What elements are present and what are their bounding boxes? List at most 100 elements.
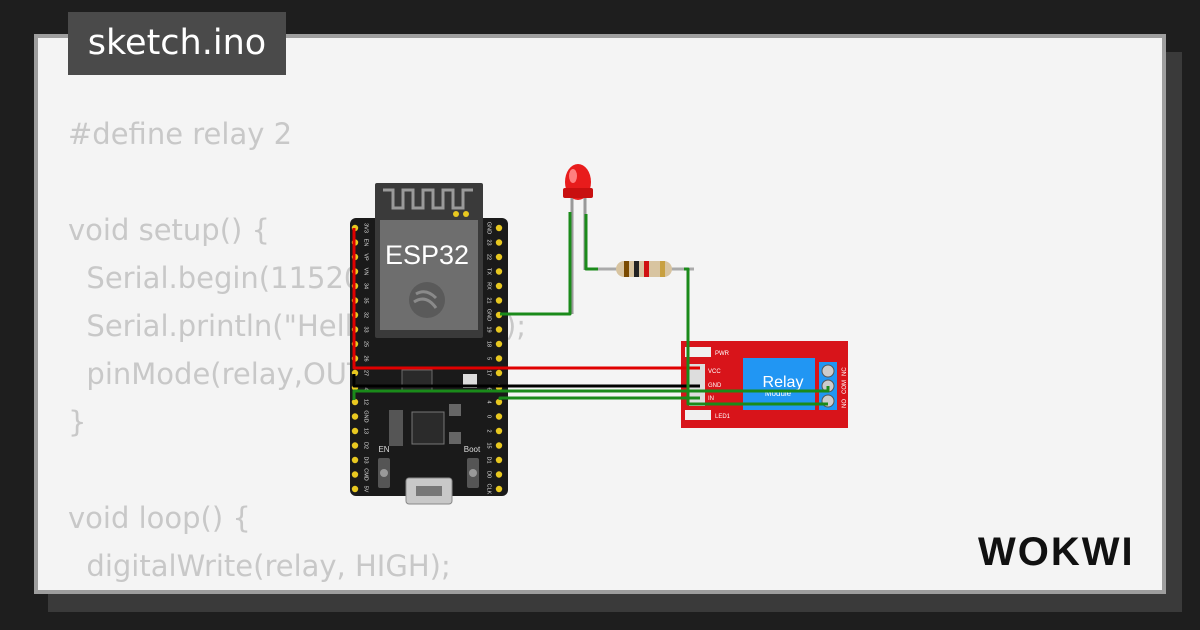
red-led[interactable] bbox=[563, 164, 593, 314]
header-pin[interactable] bbox=[495, 413, 503, 420]
header-pin[interactable] bbox=[495, 369, 503, 377]
boot-button-cap bbox=[469, 469, 477, 477]
resistor-band bbox=[644, 261, 649, 277]
resistor[interactable] bbox=[598, 261, 694, 277]
led1-label: LED1 bbox=[715, 414, 731, 420]
header-pin[interactable] bbox=[495, 268, 503, 275]
file-tab[interactable]: sketch.ino bbox=[68, 12, 286, 75]
relay-module[interactable]: PWR LED1 VCC GND IN Relay Module NO COM … bbox=[681, 341, 848, 428]
header-pin[interactable] bbox=[495, 297, 503, 304]
header-pin[interactable] bbox=[495, 427, 503, 435]
led-highlight bbox=[569, 169, 577, 183]
header-pin[interactable] bbox=[351, 427, 359, 435]
wire-relay-in[interactable] bbox=[498, 396, 700, 400]
wokwi-logo: WOKWI bbox=[978, 530, 1133, 574]
header-pin[interactable] bbox=[351, 413, 359, 420]
pin-label: 34 bbox=[363, 283, 369, 289]
pin-label: RX bbox=[486, 282, 492, 290]
pin-label: 0 bbox=[486, 415, 492, 418]
pin-label: 27 bbox=[363, 370, 369, 376]
code-line: Serial.begin(115200); bbox=[68, 261, 402, 295]
led-rim bbox=[563, 188, 593, 198]
esp32-board[interactable]: ESP32 EN Boot 3V3ENVPVN34353233252627141… bbox=[350, 183, 508, 505]
pin-label: 35 bbox=[363, 297, 369, 303]
code-line: void loop() { bbox=[68, 501, 251, 535]
header-pin[interactable] bbox=[495, 224, 503, 232]
terminal-label-nc: NC bbox=[842, 367, 848, 376]
pin-label: 2 bbox=[486, 429, 492, 432]
terminal-label-no: NO bbox=[842, 399, 848, 408]
pin-label: GND bbox=[363, 410, 369, 422]
header-pin[interactable] bbox=[495, 471, 503, 478]
pin-label: GND bbox=[486, 309, 492, 321]
header-pin[interactable] bbox=[351, 471, 359, 478]
header-pin[interactable] bbox=[351, 456, 359, 464]
resistor-band bbox=[624, 261, 629, 277]
code-listing: #define relay 2 void setup() { Serial.beg… bbox=[68, 110, 526, 590]
header-pin[interactable] bbox=[495, 239, 503, 246]
code-card: #define relay 2 void setup() { Serial.beg… bbox=[34, 34, 1166, 594]
header-pin[interactable] bbox=[495, 340, 503, 348]
header-pin[interactable] bbox=[495, 253, 503, 261]
wire-vcc[interactable] bbox=[352, 228, 700, 370]
chip-label: ESP32 bbox=[385, 240, 469, 270]
pin-label: 23 bbox=[486, 239, 492, 245]
pin-label: GND bbox=[486, 222, 492, 234]
header-pin[interactable] bbox=[495, 326, 503, 333]
pin-label: 26 bbox=[363, 355, 369, 361]
relay-pin-gnd: GND bbox=[708, 383, 722, 389]
pin-label: 5 bbox=[486, 357, 492, 360]
pin-label: 25 bbox=[363, 341, 369, 347]
header-pin[interactable] bbox=[495, 456, 503, 464]
pin-label: 21 bbox=[486, 297, 492, 303]
resistor-band bbox=[634, 261, 639, 277]
header-pin[interactable] bbox=[351, 398, 359, 406]
regulator bbox=[401, 369, 433, 393]
pin-label: 5V bbox=[363, 486, 369, 493]
pwr-label: PWR bbox=[715, 351, 730, 357]
smd-dot bbox=[453, 211, 459, 217]
header-pin[interactable] bbox=[495, 282, 503, 290]
boot-button-label: Boot bbox=[464, 445, 481, 454]
code-line: digitalWrite(relay, HIGH); bbox=[68, 549, 451, 583]
code-line: #define relay 2 bbox=[68, 117, 293, 151]
wire-led-resistor[interactable] bbox=[584, 214, 598, 271]
header-pin[interactable] bbox=[495, 355, 503, 362]
wire-resistor-relay-no[interactable] bbox=[684, 267, 828, 406]
relay-pin-in: IN bbox=[708, 396, 714, 402]
wire-relay-com[interactable] bbox=[352, 386, 830, 400]
code-line: } bbox=[68, 405, 87, 439]
wire-gnd[interactable] bbox=[352, 374, 700, 388]
usb-uart-chip bbox=[411, 411, 445, 445]
en-button-cap bbox=[380, 469, 388, 477]
header-pin[interactable] bbox=[351, 485, 359, 493]
pin-label: D1 bbox=[486, 456, 492, 463]
pin-label: D0 bbox=[486, 471, 492, 478]
relay-title: Relay bbox=[763, 374, 804, 391]
pin-label: 15 bbox=[486, 442, 492, 448]
pin-label: 18 bbox=[486, 341, 492, 347]
pin-label: 32 bbox=[363, 312, 369, 318]
pin-label: 13 bbox=[363, 428, 369, 434]
smd-dot bbox=[463, 211, 469, 217]
header-pin[interactable] bbox=[495, 442, 503, 449]
pin-label: EN bbox=[363, 239, 369, 247]
resistor-band bbox=[660, 261, 665, 277]
pin-label: D3 bbox=[363, 456, 369, 463]
pin-label: TX bbox=[486, 268, 492, 275]
pwr-indicator bbox=[685, 347, 711, 357]
wires bbox=[352, 212, 830, 406]
pin-label: D2 bbox=[363, 442, 369, 449]
pin-label: 12 bbox=[363, 399, 369, 405]
pin-label: VN bbox=[363, 268, 369, 276]
header-pin[interactable] bbox=[351, 442, 359, 449]
pin-label: VP bbox=[363, 253, 369, 261]
wire-led-gnd[interactable] bbox=[500, 212, 572, 316]
terminal-label-com: COM bbox=[842, 380, 848, 394]
header-pin[interactable] bbox=[495, 485, 503, 493]
header-pin[interactable] bbox=[495, 398, 503, 406]
relay-subtitle: Module bbox=[765, 389, 792, 398]
code-line: void setup() { bbox=[68, 213, 270, 247]
